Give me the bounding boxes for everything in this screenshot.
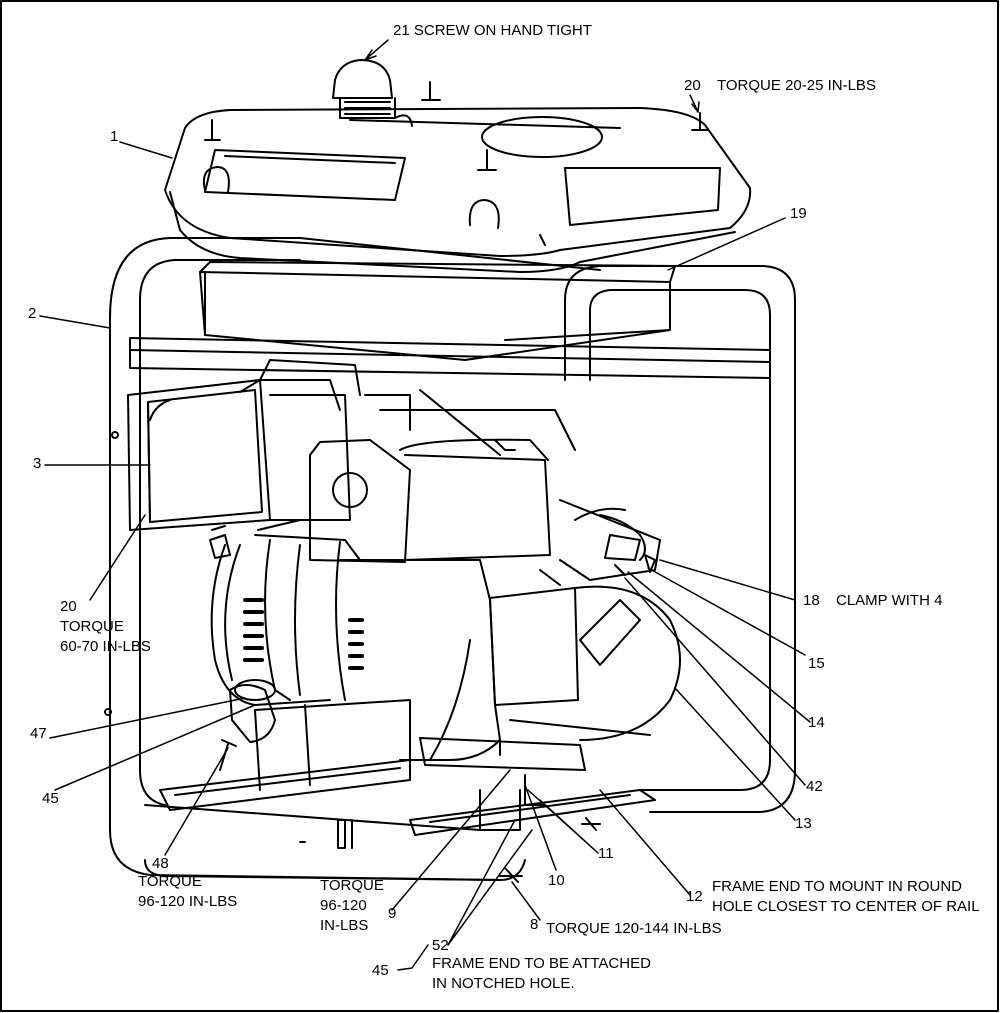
callout-45-bottom: 45 xyxy=(372,962,389,979)
base-rails xyxy=(159,679,656,836)
callout-2: 2 xyxy=(28,305,37,322)
callout-15: 15 xyxy=(808,655,825,672)
callout-18-note: CLAMP WITH 4 xyxy=(836,592,943,609)
callout-20-top-torque: TORQUE 20-25 IN-LBS xyxy=(717,77,876,94)
callout-1: 1 xyxy=(110,128,119,145)
callout-12-line1: FRAME END TO MOUNT IN ROUND xyxy=(712,878,963,895)
callout-21: 21 SCREW ON HAND TIGHT xyxy=(393,22,592,39)
callout-45-bottom-line1: FRAME END TO BE ATTACHED xyxy=(432,955,651,972)
callout-20-left: 20 xyxy=(60,598,77,615)
callout-20-top: 20 xyxy=(684,77,701,94)
callout-9-value: 96-120 xyxy=(320,897,367,914)
callout-20-left-torque: TORQUE xyxy=(60,618,124,635)
callout-18: 18 xyxy=(803,592,820,609)
callout-12: 12 xyxy=(686,888,703,905)
callout-3: 3 xyxy=(33,455,42,472)
callout-52: 52 xyxy=(432,937,449,954)
callout-10: 10 xyxy=(548,872,565,889)
callout-45-bottom-line2: IN NOTCHED HOLE. xyxy=(432,975,575,992)
starter-hose xyxy=(559,499,661,581)
bolts xyxy=(219,739,601,883)
callout-48: 48 xyxy=(152,855,169,872)
callout-11: 11 xyxy=(598,845,614,862)
callout-47: 47 xyxy=(30,725,47,742)
callout-13: 13 xyxy=(795,815,812,832)
callout-19: 19 xyxy=(790,205,807,222)
engine xyxy=(309,389,681,761)
callout-14: 14 xyxy=(808,714,825,731)
callout-9: 9 xyxy=(388,905,397,922)
callout-9-unit: IN-LBS xyxy=(320,917,369,934)
control-box xyxy=(104,359,411,716)
callout-45-left: 45 xyxy=(42,790,59,807)
callout-8-torque: TORQUE 120-144 IN-LBS xyxy=(546,920,722,937)
callout-8: 8 xyxy=(530,916,539,933)
callout-42: 42 xyxy=(806,778,823,795)
callout-20-left-value: 60-70 IN-LBS xyxy=(60,638,151,655)
fuel-tank xyxy=(164,59,752,273)
tube-frame xyxy=(109,237,796,881)
alternator xyxy=(209,525,364,706)
callout-12-line2: HOLE CLOSEST TO CENTER OF RAIL xyxy=(712,898,980,915)
cross-beam xyxy=(129,261,771,379)
callout-48-value: 96-120 IN-LBS xyxy=(138,893,238,910)
callout-9-torque: TORQUE xyxy=(320,877,384,894)
callout-48-torque: TORQUE xyxy=(138,873,202,890)
leader-lines xyxy=(39,39,811,971)
